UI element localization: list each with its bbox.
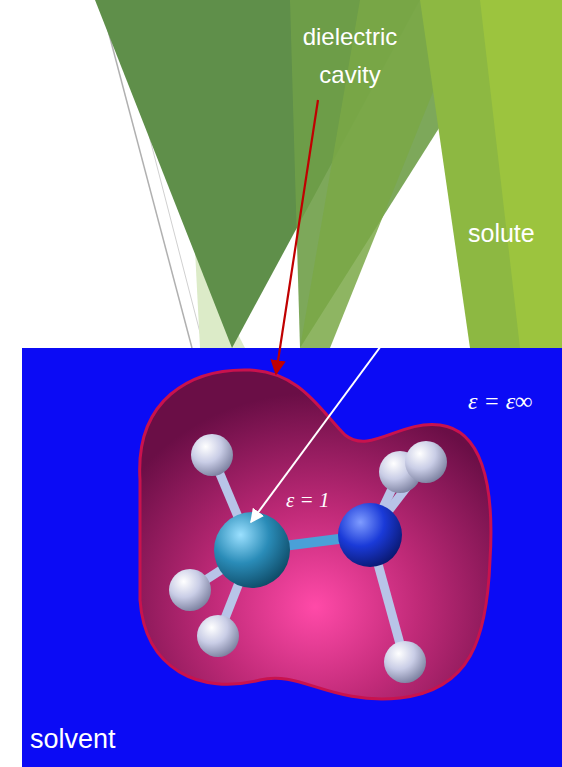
hydrogen-atom [191, 434, 233, 476]
hydrogen-atom [405, 441, 447, 483]
leader-line [251, 266, 440, 522]
callout-label: dielectric cavity [272, 18, 428, 94]
carbon-atom [214, 512, 290, 588]
solvent-region: ε = ε∞ solvent ε = 1 [22, 348, 562, 767]
region-label: solvent [30, 724, 116, 755]
leader-line [276, 100, 318, 374]
cavity-surface [140, 370, 491, 699]
nitrogen-atom [338, 503, 402, 567]
cavity-illustration [130, 360, 500, 710]
hydrogen-atom [169, 569, 211, 611]
hydrogen-atom [197, 615, 239, 657]
dielectric-cavity: ε = 1 [130, 360, 500, 710]
callout-label: solute [468, 218, 558, 248]
hydrogen-atom [384, 641, 426, 683]
permittivity-label: ε = 1 [286, 488, 329, 513]
permittivity-label: ε = ε∞ [468, 388, 532, 415]
